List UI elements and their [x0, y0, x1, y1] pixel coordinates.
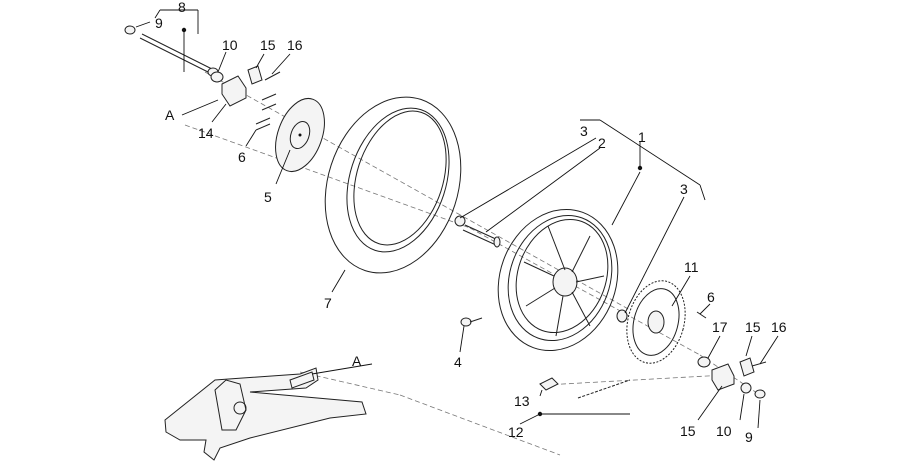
- label-15-top: 15: [260, 37, 276, 53]
- spindle-part: [454, 215, 501, 248]
- label-10-top: 10: [222, 37, 238, 53]
- label-14: 14: [198, 125, 214, 141]
- assembly-lines: [184, 71, 761, 456]
- sprocket-part: [626, 280, 686, 364]
- label-16-right: 16: [771, 319, 787, 335]
- label-9-bottom: 9: [745, 429, 753, 445]
- wheel-rim-part: [497, 208, 619, 352]
- label-6-top: 6: [238, 149, 246, 165]
- label-16-top: 16: [287, 37, 303, 53]
- label-3-upper: 3: [580, 123, 588, 139]
- leader-dots: [181, 27, 643, 417]
- right-hardware-part: [696, 311, 767, 399]
- brake-disc-part: [275, 98, 325, 172]
- label-9-top: 9: [155, 15, 163, 31]
- label-a-top: A: [165, 107, 175, 123]
- chain-part: [539, 377, 631, 399]
- label-10-bottom: 10: [716, 423, 732, 439]
- spacer-part-right: [616, 309, 628, 323]
- label-13: 13: [514, 393, 530, 409]
- label-17: 17: [712, 319, 728, 335]
- leader-lines: [135, 9, 779, 429]
- label-4: 4: [454, 354, 462, 370]
- label-a-bottom: A: [352, 353, 362, 369]
- label-12: 12: [508, 424, 524, 440]
- bolts-part-top: [255, 71, 281, 131]
- valve-part: [460, 317, 483, 327]
- label-8: 8: [178, 0, 186, 15]
- label-2: 2: [598, 135, 606, 151]
- label-11: 11: [684, 259, 699, 275]
- callout-labels: 8 9 10 15 16 A 14 6 5 7 3 2 1 3 11 6 17 …: [155, 0, 787, 445]
- axle-part: [124, 25, 219, 77]
- swingarm-part: [164, 367, 367, 461]
- label-15-right: 15: [745, 319, 761, 335]
- label-7: 7: [324, 295, 332, 311]
- caliper-bracket-part: [221, 65, 263, 107]
- tyre-part: [324, 96, 462, 274]
- label-6-right: 6: [707, 289, 715, 305]
- label-1: 1: [638, 129, 646, 145]
- washer-part-top: [210, 71, 224, 83]
- label-3-right: 3: [680, 181, 688, 197]
- label-15-bottom: 15: [680, 423, 696, 439]
- label-5: 5: [264, 189, 272, 205]
